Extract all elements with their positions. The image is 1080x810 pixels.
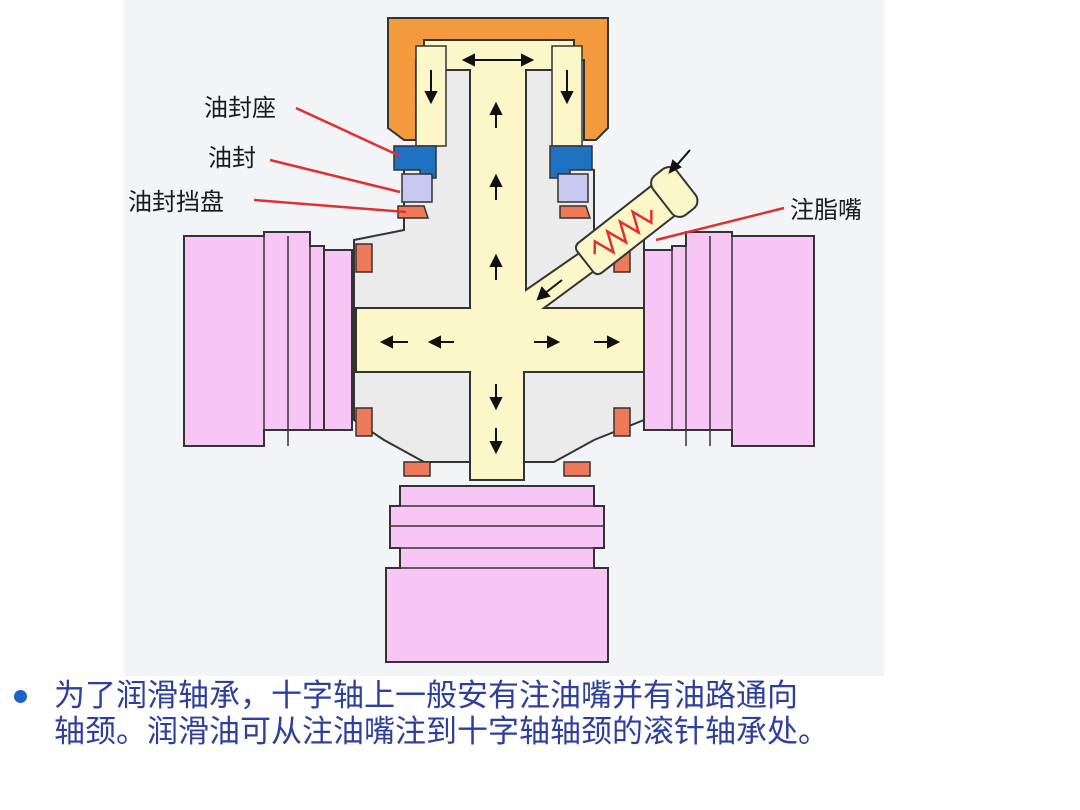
label-oil-seal-retainer: 油封挡盘 [128,188,224,216]
oil-seal-pad-right [557,173,589,203]
left-bearing [183,231,325,447]
label-oil-seal-seat: 油封座 [204,94,276,122]
oil-channel [355,39,645,481]
oil-seal-right [549,145,593,179]
cross-shaft-diagram [124,0,884,676]
left-bearing-ring [323,249,353,431]
retainer-ring [397,205,430,219]
retainer-ring [355,243,373,273]
diagram-panel: 油封座 油封 油封挡盘 注脂嘴 [124,0,884,676]
caption-line-1: 为了润滑轴承，十字轴上一般安有注油嘴并有油路通向 [54,678,798,714]
retainer-ring [355,407,373,437]
caption-bullet [14,690,27,703]
retainer-ring [563,461,591,477]
retainer-ring [403,461,431,477]
leader-lines [253,106,785,242]
bottom-bearing [385,485,609,663]
caption-line-2: 轴颈。润滑油可从注油嘴注到十字轴轴颈的滚针轴承处。 [54,714,829,750]
right-bearing [643,231,815,447]
retainer-ring [559,205,592,219]
flow-arrows [379,53,691,455]
label-grease-nipple: 注脂嘴 [790,196,862,224]
label-oil-seal: 油封 [208,144,256,172]
grease-nipple [574,166,699,276]
oil-seal-pad-left [401,173,433,203]
retainer-ring [613,407,631,437]
